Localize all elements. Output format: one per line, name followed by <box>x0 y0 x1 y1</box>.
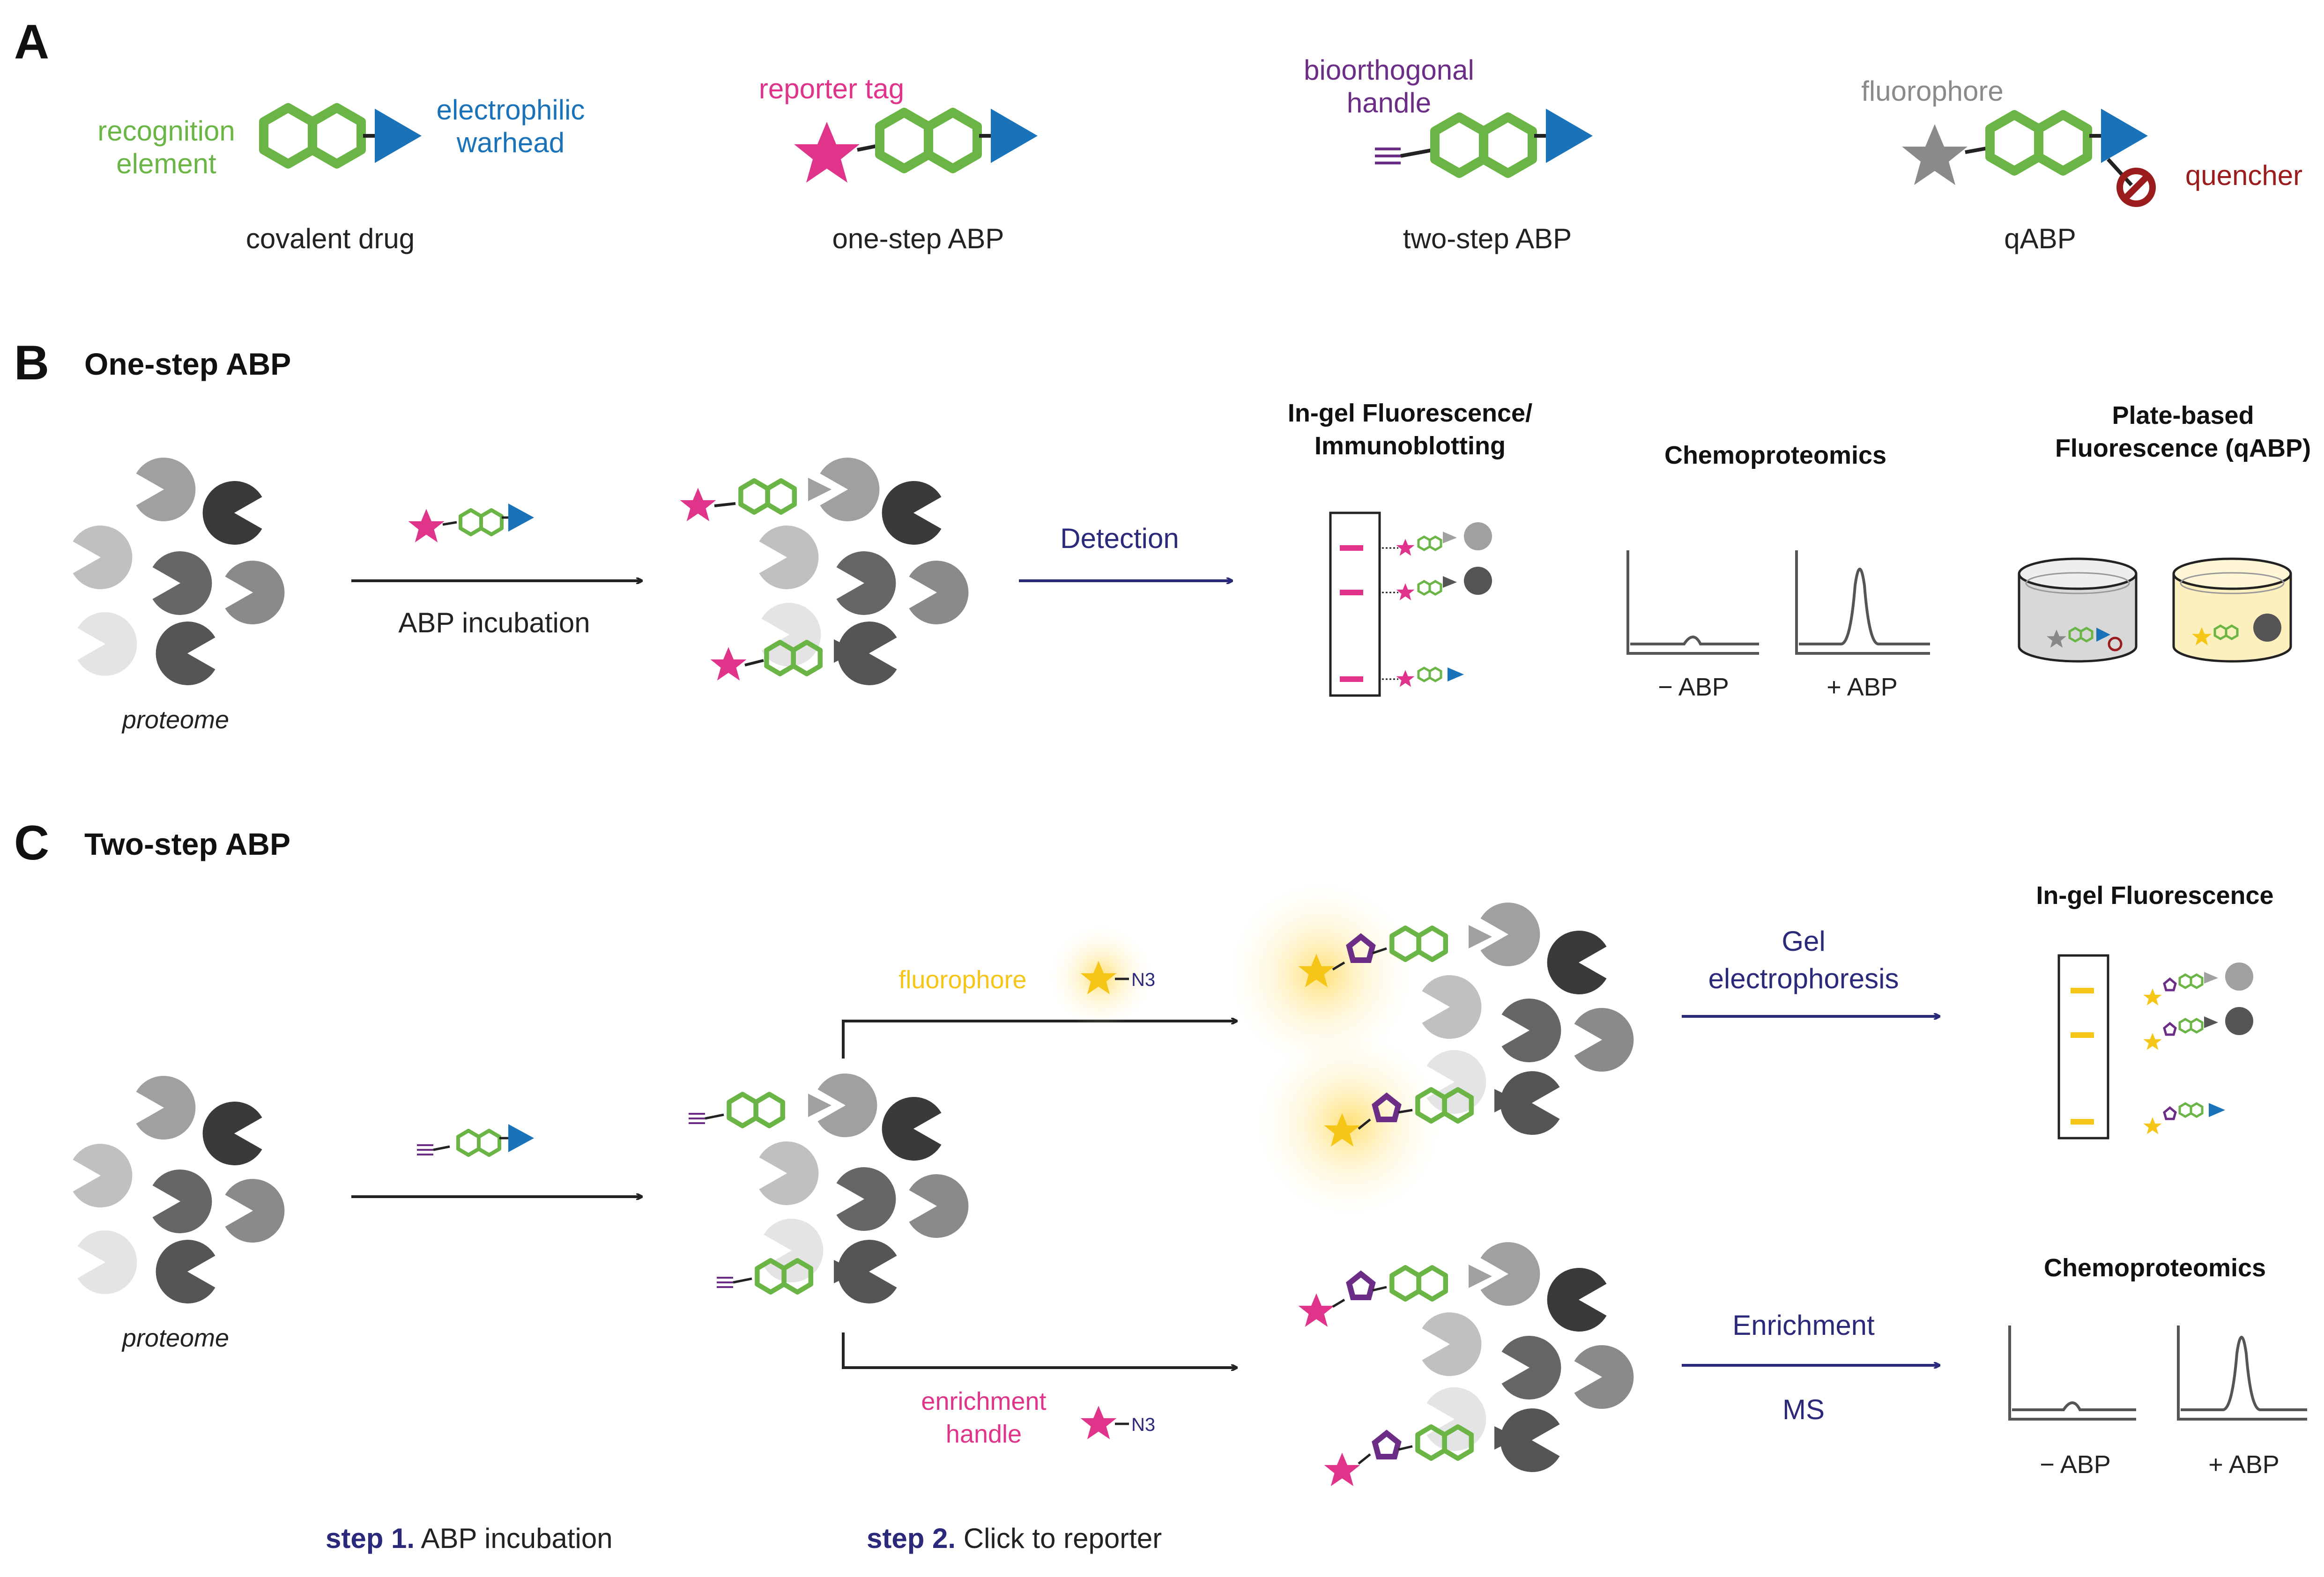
enrichment-handle-label-1: enrichment <box>921 1387 1046 1415</box>
fluorophore-reagent <box>1049 925 1152 1028</box>
enrichment-labeled-proteome <box>1298 1242 1634 1486</box>
reporter-star-icon <box>794 122 860 183</box>
one-step-abp-label: one-step ABP <box>832 223 1004 254</box>
fluorophore-star-icon <box>1902 124 1968 185</box>
branch-arrow-top <box>842 1021 1237 1059</box>
panel-c-title: Two-step ABP <box>84 827 290 861</box>
panel-b-title: One-step ABP <box>84 347 291 381</box>
proteome-cluster <box>73 458 285 685</box>
gel-lane-c <box>2057 954 2109 1140</box>
labeled-proteome-b <box>680 458 969 685</box>
plus-abp-label-c: + ABP <box>2208 1451 2279 1479</box>
qabp-structure <box>1902 109 2156 207</box>
panel-a-letter: A <box>14 15 49 69</box>
minus-abp-label-c: − ABP <box>2040 1451 2111 1479</box>
recognition-label-1: recognition <box>97 115 235 147</box>
gel-lane <box>1329 511 1381 697</box>
chemoproteomics-header-c: Chemoproteomics <box>2044 1254 2266 1282</box>
bioorthogonal-label-2: handle <box>1347 87 1431 118</box>
chemoproteomics-header-b: Chemoproteomics <box>1664 441 1886 469</box>
step1-bold: step 1. <box>326 1523 415 1554</box>
ms-trace-minus-c <box>2008 1325 2136 1421</box>
gel-label-2: electrophoresis <box>1708 963 1899 994</box>
ingel-header-1: In-gel Fluorescence/ <box>1288 399 1532 427</box>
plate-header-1: Plate-based <box>2112 401 2254 429</box>
one-step-abp-structure <box>794 109 1038 183</box>
azide-label-bottom: N3 <box>1131 1414 1155 1435</box>
ms-label: MS <box>1782 1394 1825 1425</box>
step2-label: step 2. Click to reporter <box>867 1523 1162 1554</box>
gel-label-1: Gel <box>1782 925 1825 957</box>
enrichment-handle-label-2: handle <box>946 1420 1022 1448</box>
minus-abp-label-b: − ABP <box>1658 673 1729 701</box>
plate-well-fluorescent <box>2172 557 2292 663</box>
covalent-drug-structure <box>264 108 422 164</box>
ms-trace-plus-c <box>2177 1325 2307 1421</box>
plus-abp-label-b: + ABP <box>1827 673 1898 701</box>
labeled-proteome-c <box>689 1074 969 1303</box>
abp-icon-small <box>408 503 534 542</box>
step2-bold: step 2. <box>867 1523 956 1554</box>
ingel-header-c: In-gel Fluorescence <box>2036 881 2273 910</box>
electrophilic-label-2: warhead <box>456 127 564 158</box>
quencher-label: quencher <box>2185 160 2302 191</box>
panel-c-letter: C <box>14 816 49 870</box>
covalent-drug-label: covalent drug <box>246 223 415 254</box>
enrichment-reagent <box>1080 1406 1129 1439</box>
reporter-tag-label: reporter tag <box>759 73 904 104</box>
electrophilic-label-1: electrophilic <box>437 94 585 126</box>
branch-arrow-bottom <box>842 1333 1237 1368</box>
recognition-label-2: element <box>116 148 216 179</box>
panel-b-letter: B <box>14 336 49 390</box>
gel-band-labels-c <box>2143 962 2253 1134</box>
ingel-header-2: Immunoblotting <box>1314 432 1506 460</box>
qabp-label: qABP <box>2004 223 2076 254</box>
alkyne-handle-icon <box>1375 148 1401 164</box>
fluorophore-label: fluorophore <box>1861 75 2004 107</box>
step1-label: step 1. ABP incubation <box>326 1523 613 1554</box>
warhead-triangle-icon <box>375 109 422 163</box>
step1-text: ABP incubation <box>415 1523 613 1554</box>
detection-label: Detection <box>1060 523 1179 554</box>
proteome-label-c: proteome <box>121 1324 229 1352</box>
gel-bands-c <box>2071 988 2094 1125</box>
azide-label-top: N3 <box>1131 970 1155 990</box>
fluorophore-reagent-label: fluorophore <box>898 966 1026 994</box>
ms-trace-plus-b <box>1795 550 1930 655</box>
two-step-abp-icon-small <box>417 1124 534 1155</box>
plate-well-quenched <box>2018 557 2138 663</box>
abp-incubation-label: ABP incubation <box>398 607 590 638</box>
two-step-abp-label: two-step ABP <box>1403 223 1572 254</box>
plate-header-2: Fluorescence (qABP) <box>2055 434 2311 462</box>
gel-bands <box>1340 545 1363 682</box>
quencher-icon <box>2116 168 2156 207</box>
fluorescent-labeled-proteome <box>1227 881 1634 1218</box>
bioorthogonal-label-1: bioorthogonal <box>1304 54 1474 86</box>
step2-text: Click to reporter <box>956 1523 1162 1554</box>
two-step-abp-structure <box>1375 109 1593 173</box>
proteome-cluster-c <box>73 1076 285 1303</box>
proteome-label-b: proteome <box>121 706 229 734</box>
enrichment-label: Enrichment <box>1732 1310 1875 1341</box>
ms-trace-minus-b <box>1626 550 1759 655</box>
gel-band-labels <box>1382 522 1492 687</box>
